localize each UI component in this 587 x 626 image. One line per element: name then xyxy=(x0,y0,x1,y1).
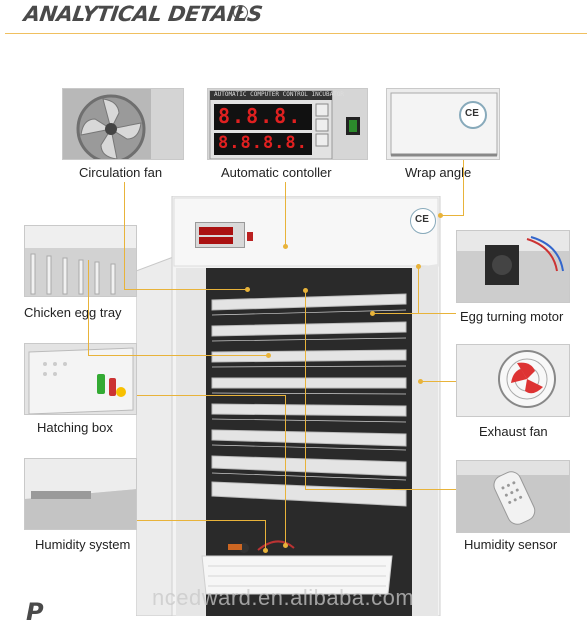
connector-line xyxy=(305,290,306,490)
connector-line xyxy=(372,313,456,314)
connector-dot xyxy=(418,379,423,384)
next-section-title-fragment: P xyxy=(26,598,44,626)
label-egg-turning-motor: Egg turning motor xyxy=(460,309,564,324)
connector-line xyxy=(124,182,125,290)
connector-line xyxy=(88,355,268,356)
controller-display-bottom: 8.8.8.8. xyxy=(218,133,308,153)
chicken-egg-tray-image xyxy=(24,225,137,297)
watermark: ncedward.en.alibaba.com xyxy=(152,585,415,610)
label-automatic-controller: Automatic contoller xyxy=(221,165,332,180)
connector-line xyxy=(265,520,266,550)
connector-line xyxy=(285,182,286,246)
wrap-angle-image: CE xyxy=(386,88,500,160)
connector-line xyxy=(137,395,285,396)
connector-dot xyxy=(283,543,288,548)
connector-line xyxy=(88,260,89,356)
connector-line xyxy=(285,395,286,545)
chevron-right-icon[interactable] xyxy=(233,5,248,20)
label-humidity-sensor: Humidity sensor xyxy=(464,537,558,552)
humidity-sensor-image xyxy=(456,460,570,533)
connector-line xyxy=(441,215,463,216)
cabinet-controller xyxy=(195,222,245,248)
connector-line xyxy=(463,160,464,216)
egg-turning-motor-image xyxy=(456,230,570,303)
connector-dot xyxy=(303,288,308,293)
controller-display-top: 8.8.8. xyxy=(218,104,303,128)
title-divider xyxy=(5,33,587,34)
label-circulation-fan: Circulation fan xyxy=(79,165,163,180)
connector-dot xyxy=(370,311,375,316)
connector-dot xyxy=(438,213,443,218)
egg-trays xyxy=(206,280,412,540)
hatching-basket xyxy=(198,530,396,600)
connector-line xyxy=(418,266,419,314)
cabinet-switch xyxy=(247,232,253,241)
label-humidity-system: Humidity system xyxy=(35,537,131,552)
ce-badge-cabinet: CE xyxy=(410,208,436,234)
exhaust-fan-image xyxy=(456,344,570,417)
label-chicken-egg-tray: Chicken egg tray xyxy=(24,305,122,320)
connector-dot xyxy=(263,548,268,553)
connector-line xyxy=(124,289,248,290)
connector-dot xyxy=(245,287,250,292)
automatic-controller-image: AUTOMATIC COMPUTER CONTROL INCUBATOR 8.8… xyxy=(207,88,368,160)
connector-dot xyxy=(283,244,288,249)
humidity-system-image xyxy=(24,458,137,530)
connector-line xyxy=(137,520,265,521)
ce-badge-thumb: CE xyxy=(465,108,479,119)
hatching-box-image xyxy=(24,343,137,415)
label-wrap-angle: Wrap angle xyxy=(405,165,472,180)
section-title: ANALYTICAL DETAILS xyxy=(22,2,264,26)
connector-line xyxy=(305,489,456,490)
label-hatching-box: Hatching box xyxy=(37,420,113,435)
circulation-fan-image xyxy=(62,88,184,160)
controller-heading: AUTOMATIC COMPUTER CONTROL INCUBATOR xyxy=(214,91,345,98)
connector-dot xyxy=(416,264,421,269)
connector-line xyxy=(421,381,456,382)
connector-dot xyxy=(266,353,271,358)
label-exhaust-fan: Exhaust fan xyxy=(479,424,548,439)
